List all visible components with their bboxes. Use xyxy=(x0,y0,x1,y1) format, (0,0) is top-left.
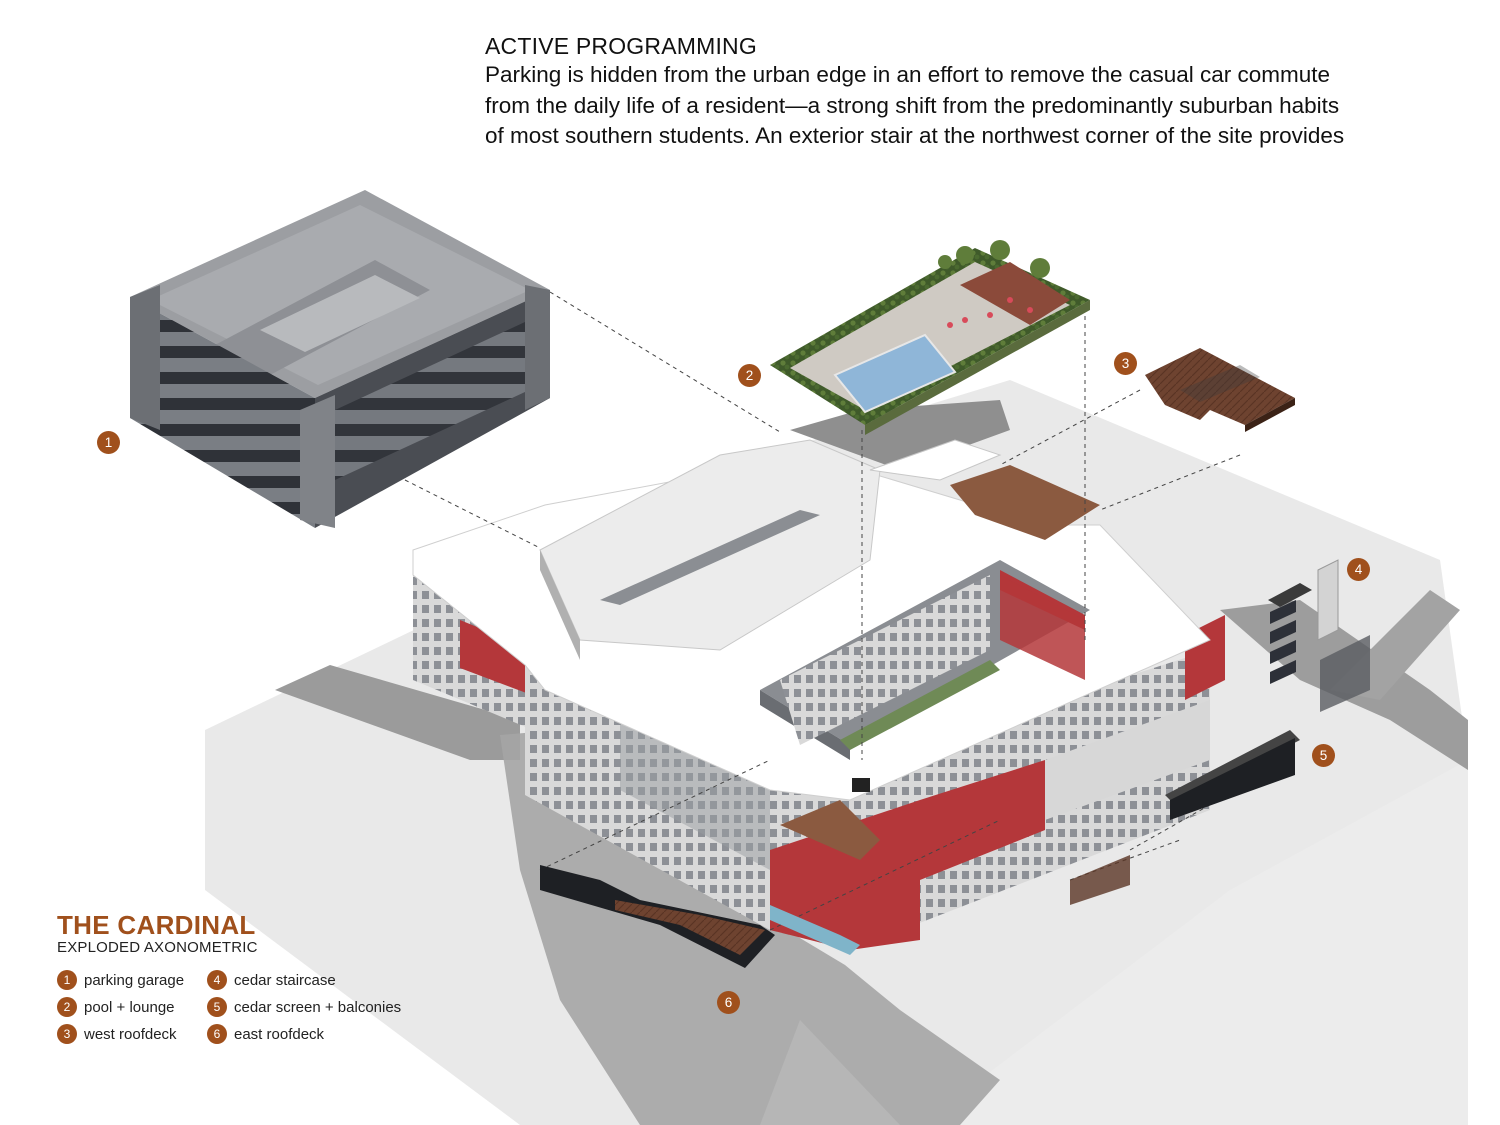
legend-label: cedar screen + balconies xyxy=(234,998,402,1016)
legend-number-badge: 3 xyxy=(57,1024,77,1044)
east-roofdeck-model xyxy=(540,865,775,968)
legend-item: 2 pool + lounge xyxy=(57,997,207,1017)
legend-number-badge: 1 xyxy=(57,970,77,990)
legend-label: cedar staircase xyxy=(234,971,336,989)
marker-4: 4 xyxy=(1347,558,1370,581)
parking-garage-model xyxy=(130,190,550,528)
west-roofdeck-model xyxy=(1145,348,1295,432)
marker-3: 3 xyxy=(1114,352,1137,375)
pool-lounge-model xyxy=(770,240,1090,435)
description-line: from the daily life of a resident—a stro… xyxy=(485,92,1340,118)
legend-number-badge: 2 xyxy=(57,997,77,1017)
legend-item: 5 cedar screen + balconies xyxy=(207,997,417,1017)
legend-label: parking garage xyxy=(84,971,185,989)
legend-label: east roofdeck xyxy=(234,1025,325,1043)
legend-item: 3 west roofdeck xyxy=(57,1024,207,1044)
project-title: THE CARDINAL xyxy=(57,910,256,940)
marker-5: 5 xyxy=(1312,744,1335,767)
legend-number-badge: 4 xyxy=(207,970,227,990)
marker-1: 1 xyxy=(97,431,120,454)
legend-item: 4 cedar staircase xyxy=(207,970,417,990)
section-heading: ACTIVE PROGRAMMING xyxy=(485,33,757,59)
main-building xyxy=(412,439,1225,950)
description-paragraph: Parking is hidden from the urban edge in… xyxy=(485,60,1485,152)
legend-label: pool + lounge xyxy=(84,998,175,1016)
cedar-screen-balconies-model xyxy=(1070,730,1300,905)
marker-6: 6 xyxy=(717,991,740,1014)
base-pool-strip xyxy=(770,905,860,955)
legend-label: west roofdeck xyxy=(84,1025,177,1043)
marker-2: 2 xyxy=(738,364,761,387)
drawing-subtitle: EXPLODED AXONOMETRIC xyxy=(57,939,258,956)
legend-number-badge: 6 xyxy=(207,1024,227,1044)
legend-items: 1 parking garage 4 cedar staircase 2 poo… xyxy=(57,970,417,1044)
legend-item: 1 parking garage xyxy=(57,970,207,990)
legend-number-badge: 5 xyxy=(207,997,227,1017)
description-line: Parking is hidden from the urban edge in… xyxy=(485,62,1331,87)
header-text-block: ACTIVE PROGRAMMING Parking is hidden fro… xyxy=(485,32,1485,152)
legend: THE CARDINAL EXPLODED AXONOMETRIC 1 park… xyxy=(57,910,417,1044)
description-line: of most southern students. An exterior s… xyxy=(485,123,1345,148)
legend-item: 6 east roofdeck xyxy=(207,1024,417,1044)
cedar-staircase-model xyxy=(1268,559,1370,712)
